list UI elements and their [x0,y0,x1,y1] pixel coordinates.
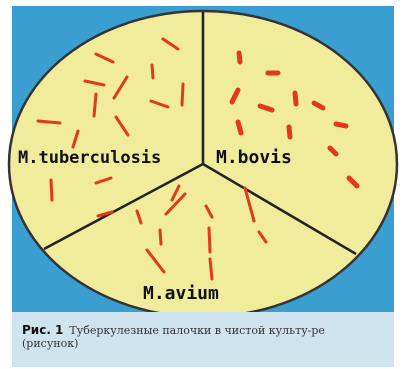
bacillus [295,93,296,104]
bacillus [209,228,210,252]
label-tuberculosis: M.tuberculosis [18,148,161,168]
bacillus [152,65,153,78]
caption-label: Рис. 1 [22,323,63,337]
caption-text: Туберкулезные палочки в чистой культу-ре… [22,324,325,350]
bacillus [182,84,183,105]
label-avium: M.avium [143,283,219,304]
bacillus [210,259,212,279]
bacillus [94,94,96,116]
bacillus [289,127,290,137]
bacillus [38,121,60,123]
label-bovis: M.bovis [216,147,292,168]
bacillus [160,230,161,244]
bacillus [238,122,241,133]
bacillus [336,124,346,126]
bacillus [239,53,240,62]
bacillus [51,180,52,200]
